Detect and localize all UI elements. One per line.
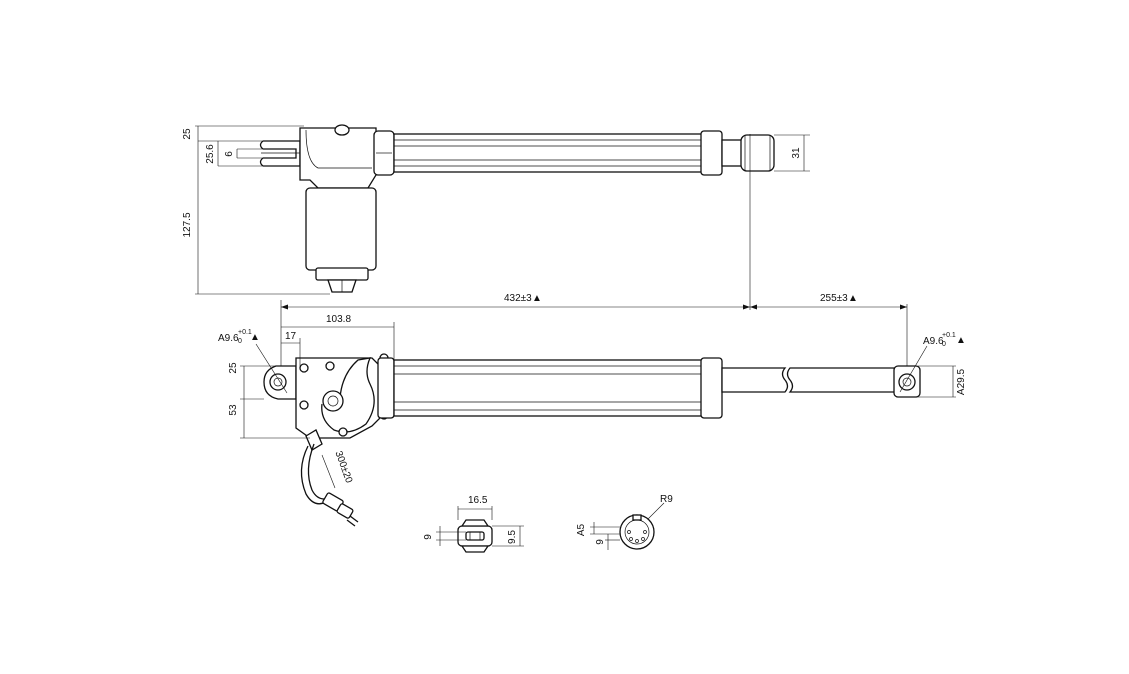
hole-right-tol-top: +0.1 [942, 332, 956, 339]
triangle-right-hole: ▲ [956, 335, 966, 346]
hole-left-dia: A9.6 [218, 333, 239, 344]
dim-6: 6 [224, 151, 235, 157]
dim-17: 17 [285, 331, 297, 342]
side-view-actuator [263, 353, 921, 527]
dim-432: 432±3 [504, 293, 532, 304]
dim-255: 255±3 [820, 293, 848, 304]
plug-dim-16-5: 16.5 [468, 495, 488, 506]
plug-dim-9: 9 [423, 534, 434, 540]
plug-dim-9-5: 9.5 [507, 530, 518, 544]
hole-left-tol-bottom: 0 [238, 338, 242, 345]
dim-103-8: 103.8 [326, 314, 351, 325]
top-view-actuator [259, 124, 775, 293]
hole-right-tol-bottom: 0 [942, 341, 946, 348]
din-connector-detail: R9 A5 9 [576, 494, 673, 550]
length-dimensions: 432±3 ▲ 255±3 ▲ [280, 134, 908, 390]
dim-31: 31 [791, 147, 802, 159]
plug-detail: 16.5 9 9.5 [423, 495, 524, 553]
din-dim-r9: R9 [660, 494, 673, 505]
dim-29-5: A29.5 [956, 368, 967, 395]
din-dim-a5: A5 [576, 523, 587, 536]
top-view-dimensions: 25 25.6 6 127.5 31 [182, 125, 810, 295]
hole-left-tol-top: +0.1 [238, 329, 252, 336]
din-dim-9: 9 [595, 539, 606, 545]
hole-right-dia: A9.6 [923, 336, 944, 347]
dim-53: 53 [228, 404, 239, 416]
triangle-left-hole: ▲ [250, 332, 260, 343]
dim-25-top: 25 [182, 128, 193, 140]
dim-cable-length: 300±20 [332, 450, 354, 485]
triangle-255: ▲ [848, 293, 858, 304]
triangle-432: ▲ [532, 293, 542, 304]
dim-25-side: 25 [228, 362, 239, 374]
dim-127-5: 127.5 [182, 212, 193, 237]
dim-25-6: 25.6 [205, 144, 216, 164]
